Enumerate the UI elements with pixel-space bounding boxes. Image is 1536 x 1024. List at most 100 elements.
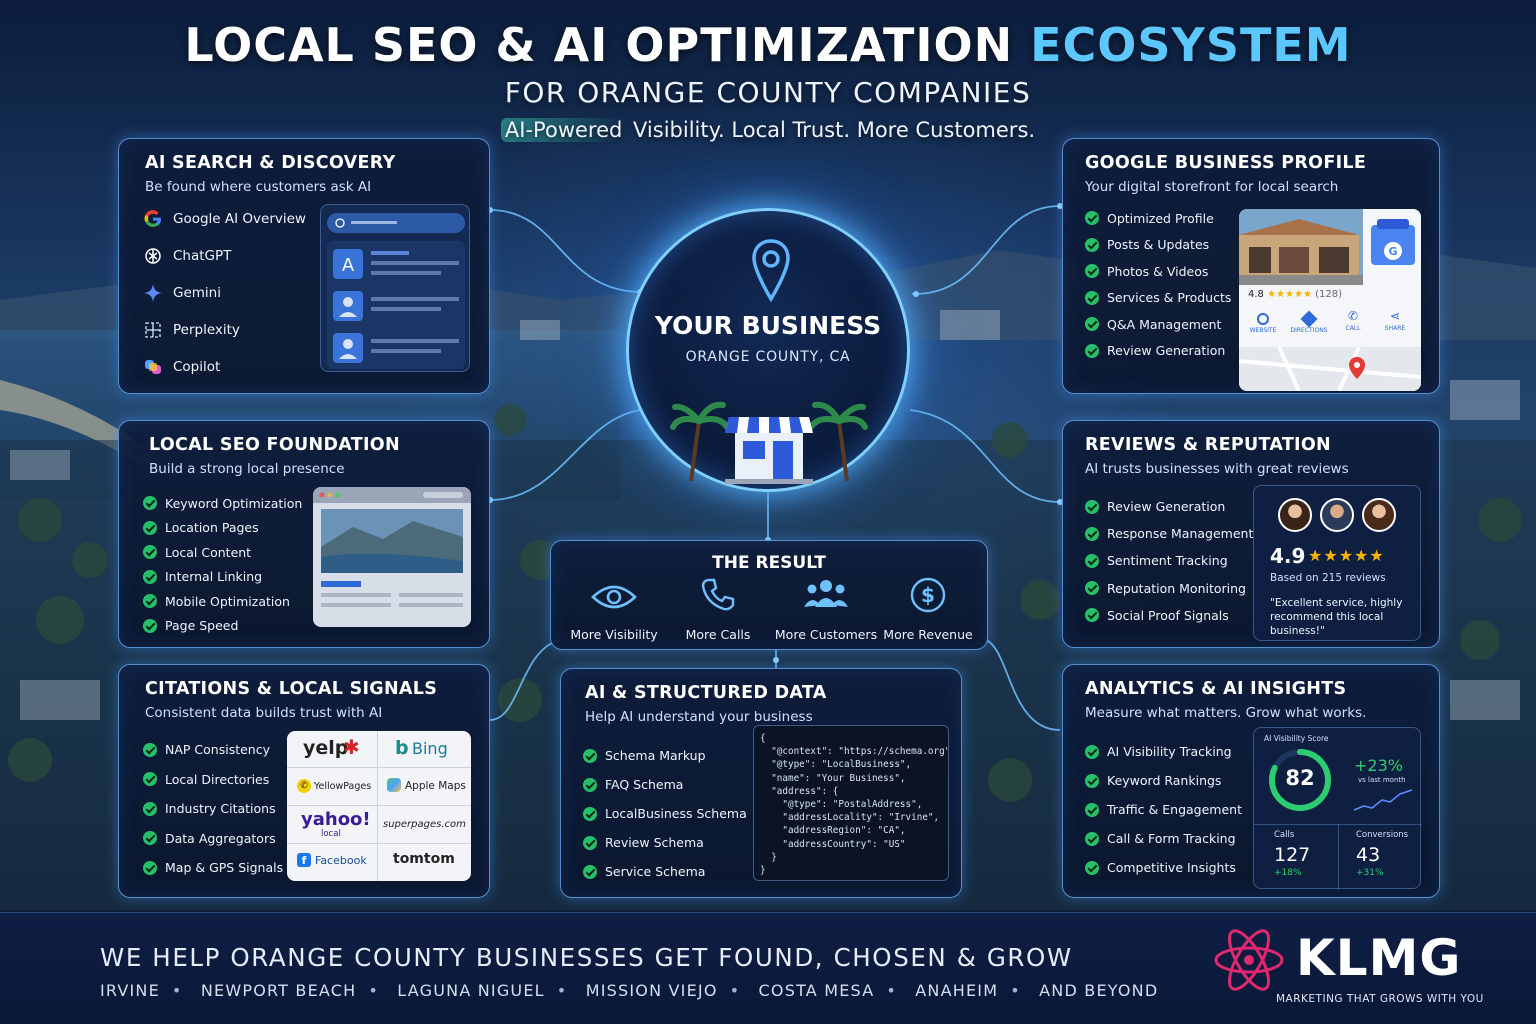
directions-action-button[interactable]: DIRECTIONS: [1287, 309, 1331, 334]
panel-subtitle: Consistent data builds trust with AI: [145, 705, 383, 721]
item-label: Social Proof Signals: [1107, 607, 1229, 623]
phone-icon: [701, 578, 735, 611]
ai-search-mockup: A: [320, 204, 470, 372]
facebook-icon: f: [297, 853, 311, 867]
directory-logos-grid: yelp ✱ b Bing ✆ YellowPages Apple Maps y…: [287, 731, 471, 881]
list-item: Schema Markup: [583, 741, 747, 770]
list-item: Call & Form Tracking: [1085, 824, 1242, 853]
item-label: Page Speed: [165, 618, 239, 634]
panel-title: AI & STRUCTURED DATA: [585, 683, 827, 703]
yelp-burst-icon: ✱: [343, 735, 360, 759]
separator: •: [556, 981, 568, 1000]
avatar: [1362, 498, 1396, 532]
panel-subtitle: AI trusts businesses with great reviews: [1085, 461, 1349, 477]
list-item: Posts & Updates: [1085, 232, 1231, 259]
panel-subtitle: Your digital storefront for local search: [1085, 179, 1339, 195]
list-item: Service Schema: [583, 857, 747, 886]
item-label: NAP Consistency: [165, 742, 270, 758]
calls-value: 127: [1274, 844, 1311, 866]
gbp-rating: 4.8: [1248, 289, 1264, 300]
perplexity-icon: [142, 319, 164, 341]
item-label: Services & Products: [1107, 290, 1232, 306]
business-profile-card: G 4.8 ★★★★★ (128) WEBSITE DIRECTIONS ✆CA…: [1239, 209, 1421, 391]
yahoo-local-label: local: [321, 829, 341, 839]
svg-text:$: $: [921, 583, 935, 607]
apple-maps-icon: [387, 778, 401, 792]
list-item: Data Aggregators: [143, 824, 283, 854]
separator: •: [368, 981, 379, 1000]
superpages-logo: superpages.com: [383, 819, 466, 830]
list-item: Response Management: [1085, 520, 1253, 547]
check-icon: [1085, 237, 1099, 252]
check-icon: [143, 545, 157, 560]
list-item: AI Visibility Tracking: [1085, 737, 1242, 766]
check-icon: [1085, 831, 1099, 846]
list-item: Internal Linking: [143, 565, 302, 590]
analytics-checklist: AI Visibility Tracking Keyword Rankings …: [1085, 737, 1242, 882]
chatgpt-icon: [142, 245, 164, 267]
city-label: MISSION VIEJO: [585, 981, 718, 1000]
item-label: Mobile Optimization: [165, 593, 290, 609]
review-count: Based on 215 reviews: [1270, 572, 1386, 584]
panel-title: LOCAL SEO FOUNDATION: [149, 435, 400, 455]
panel-title: REVIEWS & REPUTATION: [1085, 435, 1331, 455]
hub-title: YOUR BUSINESS: [654, 311, 882, 340]
item-label: Traffic & Engagement: [1107, 802, 1242, 817]
avatar: [1320, 498, 1354, 532]
item-label: Review Generation: [1107, 343, 1226, 359]
gemini-icon: [142, 282, 164, 304]
item-label: Call & Form Tracking: [1107, 831, 1236, 846]
location-pin-icon: [752, 239, 790, 303]
result-label: More Visibility: [570, 627, 658, 642]
check-icon: [143, 801, 157, 816]
website-action-button[interactable]: WEBSITE: [1245, 309, 1281, 334]
google-icon: [142, 208, 164, 230]
yahoo-logo: yahoo!: [301, 809, 371, 830]
hub-subtitle: ORANGE COUNTY, CA: [685, 349, 851, 365]
local-seo-panel: LOCAL SEO FOUNDATION Build a strong loca…: [118, 420, 490, 648]
users-icon: [804, 580, 848, 607]
check-icon: [583, 777, 597, 792]
panel-subtitle: Measure what matters. Grow what works.: [1085, 705, 1367, 721]
copilot-icon: [142, 356, 164, 378]
check-icon: [143, 618, 157, 633]
city-label: COSTA MESA: [758, 981, 875, 1000]
item-label: Schema Markup: [605, 748, 706, 763]
item-label: FAQ Schema: [605, 777, 684, 792]
item-label: Keyword Rankings: [1107, 773, 1222, 788]
storefront-photo: G: [1239, 209, 1421, 285]
call-action-button[interactable]: ✆CALL: [1335, 309, 1371, 332]
item-label: Map & GPS Signals: [165, 860, 284, 876]
globe-icon: [1257, 313, 1269, 325]
result-label: More Calls: [685, 627, 751, 642]
list-item: Local Content: [143, 540, 302, 565]
city-label: NEWPORT BEACH: [200, 981, 357, 1000]
analytics-dashboard: AI Visibility Score 82 +23% vs last mont…: [1253, 727, 1422, 890]
analytics-panel: ANALYTICS & AI INSIGHTS Measure what mat…: [1062, 664, 1440, 898]
list-item: Industry Citations: [143, 794, 283, 824]
main-title: LOCAL SEO & AI OPTIMIZATION ECOSYSTEM: [0, 18, 1536, 72]
structured-checklist: Schema Markup FAQ Schema LocalBusiness S…: [583, 741, 747, 886]
check-icon: [1085, 526, 1099, 541]
list-item: Reputation Monitoring: [1085, 575, 1253, 602]
list-item: Photos & Videos: [1085, 258, 1231, 285]
calls-label: Calls: [1274, 830, 1295, 840]
item-label: Review Generation: [1107, 499, 1226, 515]
score-change: +23%: [1354, 756, 1403, 775]
ai-item-label: Google AI Overview: [173, 210, 306, 227]
action-label: DIRECTIONS: [1290, 327, 1328, 334]
review-summary-card: 4.9 ★★★★★ Based on 215 reviews "Excellen…: [1253, 485, 1421, 641]
bing-icon: b: [395, 737, 409, 759]
list-item: Gemini: [142, 274, 306, 311]
check-icon: [1085, 860, 1099, 875]
list-item: ChatGPT: [142, 237, 306, 274]
structured-data-panel: AI & STRUCTURED DATA Help AI understand …: [560, 668, 962, 898]
check-icon: [143, 831, 157, 846]
conversions-change: +31%: [1356, 868, 1384, 878]
check-icon: [143, 860, 157, 875]
share-action-button[interactable]: ⋖SHARE: [1377, 309, 1413, 332]
list-item: Google AI Overview: [142, 200, 306, 237]
reviews-panel: REVIEWS & REPUTATION AI trusts businesse…: [1062, 420, 1440, 648]
check-icon: [1085, 608, 1099, 623]
your-business-hub: YOUR BUSINESS ORANGE COUNTY, CA: [626, 208, 910, 492]
